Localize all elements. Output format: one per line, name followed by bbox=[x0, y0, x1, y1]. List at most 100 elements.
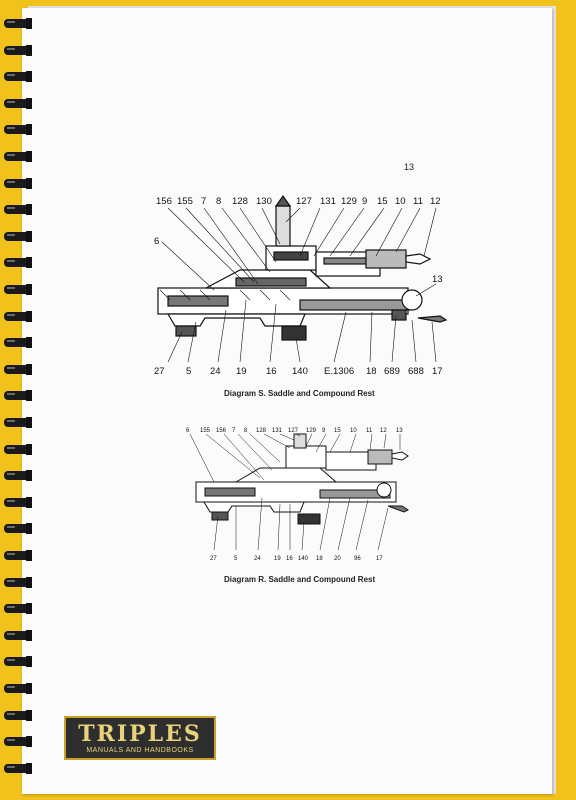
logo-title: TRIPLES bbox=[78, 721, 202, 747]
r-label-19: 19 bbox=[274, 556, 281, 562]
binding-coil bbox=[4, 16, 36, 29]
r-label-18: 18 bbox=[316, 556, 323, 562]
label-689: 689 bbox=[384, 366, 400, 377]
label-140: 140 bbox=[292, 366, 308, 377]
binding-coil bbox=[4, 761, 36, 774]
r-label-24: 24 bbox=[254, 556, 261, 562]
binding-coil bbox=[4, 309, 36, 322]
binding-coil bbox=[4, 442, 36, 455]
r-tool-post bbox=[293, 433, 307, 449]
binding-coil bbox=[4, 708, 36, 721]
leader-6 bbox=[161, 241, 215, 291]
binding-coil bbox=[4, 521, 36, 535]
label-24: 24 bbox=[210, 366, 221, 377]
label-17: 17 bbox=[432, 366, 443, 377]
leaders-top-r bbox=[189, 433, 401, 483]
label-128: 128 bbox=[232, 196, 248, 207]
binding-coil bbox=[4, 575, 36, 588]
label-688: 688 bbox=[408, 366, 424, 377]
r-label-12: 12 bbox=[380, 428, 387, 434]
triples-logo: TRIPLES MANUALS AND HANDBOOKS bbox=[64, 716, 216, 760]
r-dial-housing bbox=[367, 449, 393, 465]
r-label-7: 7 bbox=[232, 428, 236, 434]
binding-coil bbox=[4, 255, 36, 269]
r-label-129: 129 bbox=[306, 428, 317, 434]
leaders-top-s bbox=[167, 207, 437, 285]
r-handle-knob bbox=[391, 451, 409, 461]
binding-coil bbox=[4, 96, 36, 109]
label-155: 155 bbox=[177, 196, 193, 207]
handwheel bbox=[401, 289, 423, 311]
r-label-6: 6 bbox=[186, 428, 190, 434]
label-13: 13 bbox=[432, 274, 443, 285]
tool-post-cap bbox=[274, 194, 292, 207]
shaft-section bbox=[167, 295, 229, 307]
label-127: 127 bbox=[296, 196, 312, 207]
logo-subtitle: MANUALS AND HANDBOOKS bbox=[86, 747, 194, 754]
binding-coil bbox=[4, 601, 36, 615]
r-label-155: 155 bbox=[200, 428, 211, 434]
clamp-block bbox=[175, 325, 197, 337]
label-131: 131 bbox=[320, 196, 336, 207]
label-19: 19 bbox=[236, 366, 247, 377]
r-label-140: 140 bbox=[298, 556, 309, 562]
binding-coil bbox=[4, 362, 36, 375]
r-label-96: 96 bbox=[354, 556, 361, 562]
label-5: 5 bbox=[186, 366, 191, 377]
r-label-9: 9 bbox=[322, 428, 326, 434]
r-label-17: 17 bbox=[376, 556, 383, 562]
binding-coil bbox=[4, 202, 36, 216]
label-12: 12 bbox=[430, 196, 441, 207]
label-11: 11 bbox=[413, 196, 423, 207]
r-label-128: 128 bbox=[256, 428, 267, 434]
diagram-s-caption: Diagram S. Saddle and Compound Rest bbox=[224, 389, 375, 398]
r-label-27: 27 bbox=[210, 556, 217, 562]
binding-coil bbox=[4, 69, 36, 83]
label-156: 156 bbox=[156, 196, 172, 207]
binding-coil bbox=[4, 681, 36, 694]
label-8: 8 bbox=[216, 196, 221, 207]
leader-13 bbox=[415, 283, 437, 297]
binding-coil bbox=[4, 654, 36, 668]
r-label-16: 16 bbox=[286, 556, 293, 562]
label-7: 7 bbox=[201, 196, 206, 207]
binding-coil bbox=[4, 335, 36, 349]
slide-gib bbox=[235, 277, 307, 287]
r-label-13: 13 bbox=[396, 428, 403, 434]
hatching-s bbox=[159, 289, 291, 301]
diagram-r-caption: Diagram R. Saddle and Compound Rest bbox=[224, 575, 376, 584]
r-lock-block bbox=[297, 513, 321, 525]
handwheel-handle bbox=[417, 315, 448, 323]
lock-block bbox=[281, 325, 307, 341]
label-9: 9 bbox=[362, 196, 367, 207]
leaders-bottom-r bbox=[213, 497, 389, 551]
label-15: 15 bbox=[377, 196, 388, 207]
r-handwheel-handle bbox=[387, 505, 409, 513]
r-handwheel bbox=[376, 482, 392, 498]
binding-coil bbox=[4, 415, 36, 428]
r-label-15: 15 bbox=[334, 428, 341, 434]
r-clamp-block bbox=[211, 511, 229, 521]
r-label-5: 5 bbox=[234, 556, 238, 562]
r-shaft-section bbox=[204, 487, 256, 497]
compound-nut bbox=[273, 251, 309, 261]
r-compound-base bbox=[285, 445, 327, 469]
binding-coil bbox=[4, 149, 36, 162]
label-27: 27 bbox=[154, 366, 165, 377]
label-18: 18 bbox=[366, 366, 377, 377]
label-e1306: E.1306 bbox=[324, 366, 354, 377]
r-cross-slide bbox=[234, 467, 338, 483]
binding-coil bbox=[4, 176, 36, 189]
r-label-10: 10 bbox=[350, 428, 357, 434]
r-label-20: 20 bbox=[334, 556, 341, 562]
binding-coil bbox=[4, 388, 36, 402]
r-label-127: 127 bbox=[288, 428, 299, 434]
binding-coil bbox=[4, 43, 36, 56]
binding-coil bbox=[4, 734, 36, 748]
binding-coil bbox=[4, 122, 36, 136]
handle-knob bbox=[405, 253, 432, 265]
page-number: 13 bbox=[404, 162, 415, 172]
r-label-156: 156 bbox=[216, 428, 227, 434]
manual-page bbox=[22, 8, 552, 794]
